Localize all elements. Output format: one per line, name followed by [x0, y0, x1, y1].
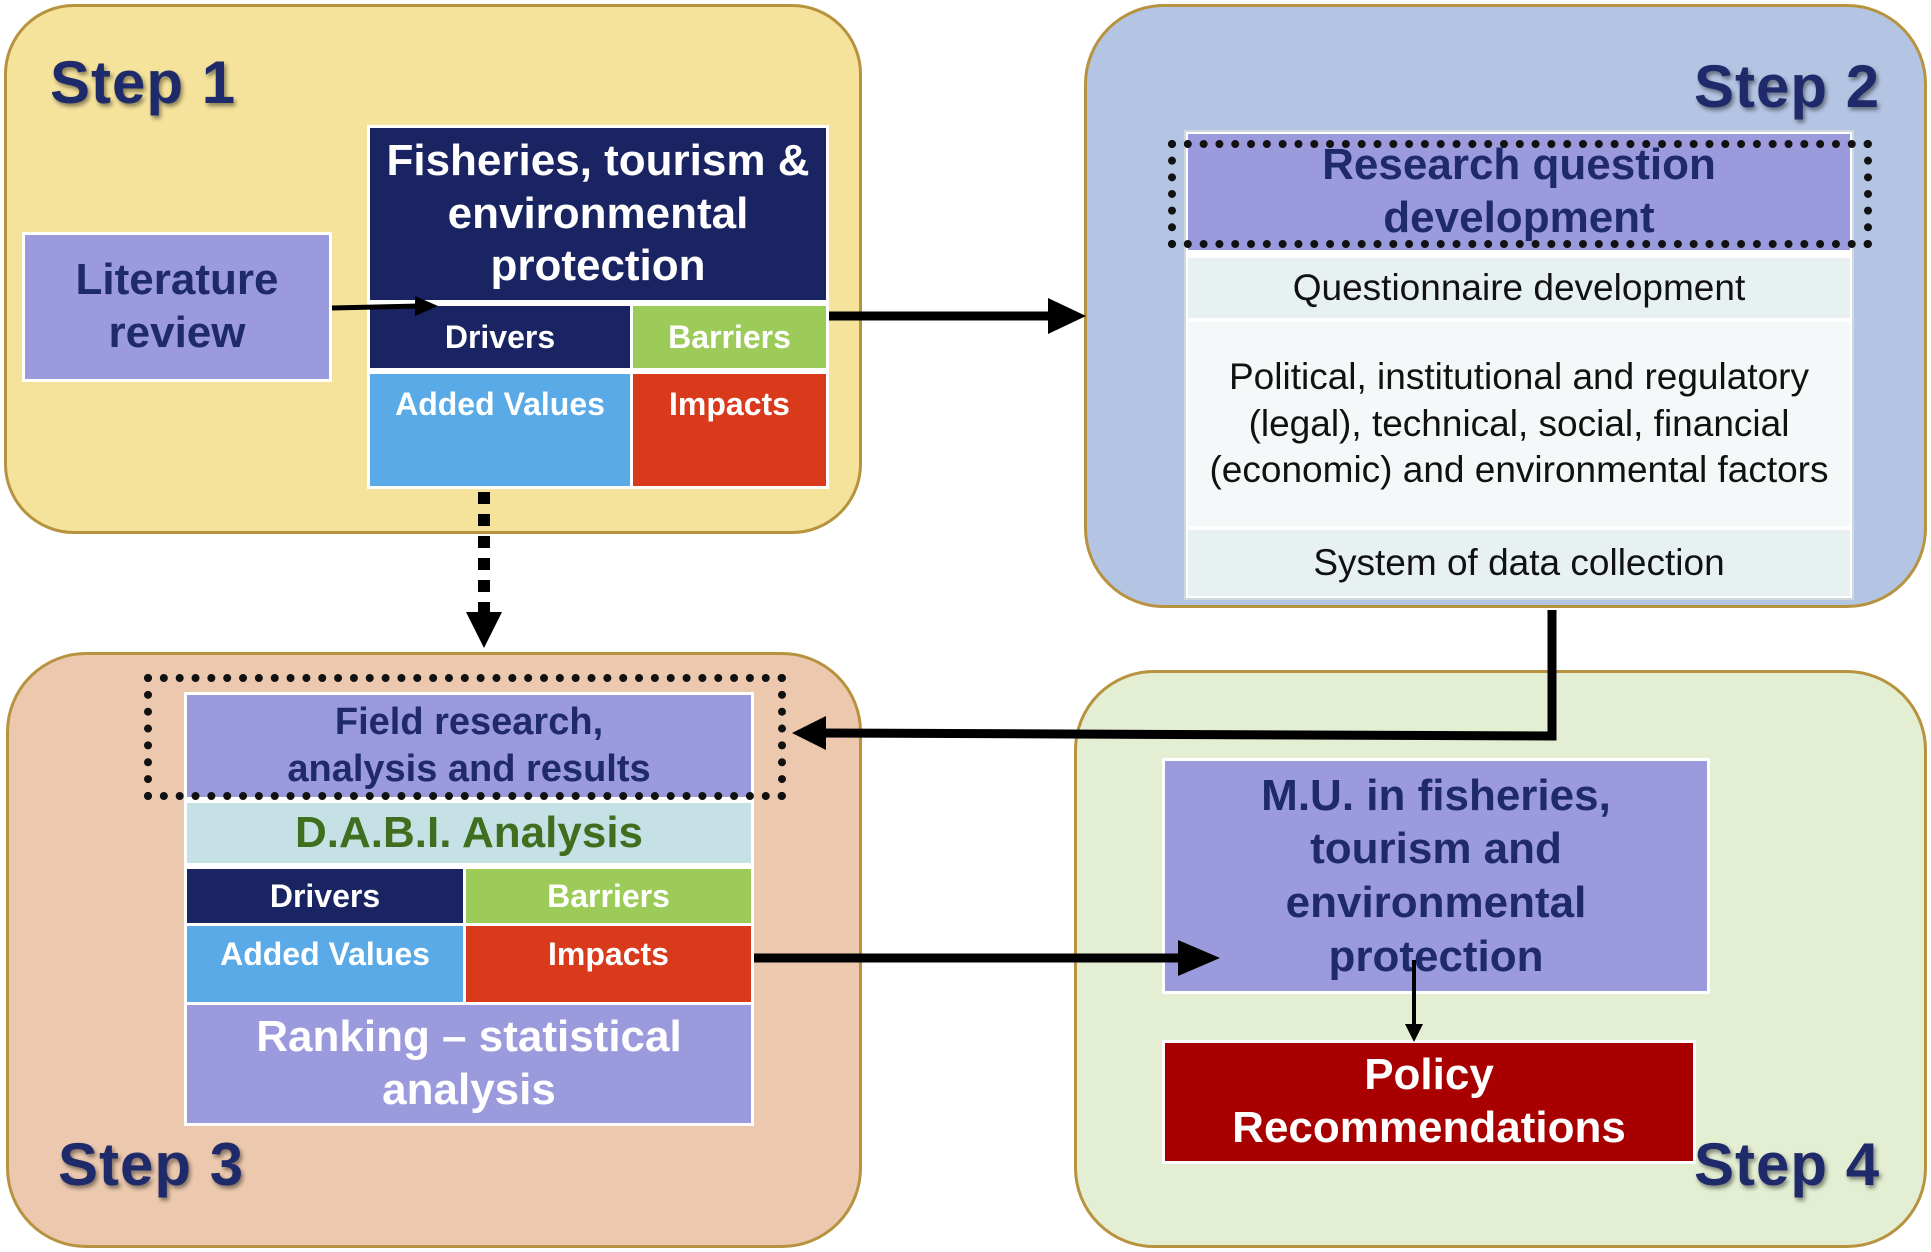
- step3-barriers-cell: Barriers: [463, 866, 754, 926]
- field-research-highlight: [144, 674, 786, 800]
- policy-recommendations-box: Policy Recommendations: [1162, 1040, 1696, 1164]
- research-question-highlight: [1168, 140, 1872, 248]
- step2-label: Step 2: [1694, 53, 1881, 120]
- arrow-step3-to-step4: [754, 940, 1220, 976]
- field-research-box: Field research, analysis and results: [184, 692, 754, 800]
- step4-label: Step 4: [1694, 1131, 1881, 1198]
- step1-label: Step 1: [50, 49, 237, 116]
- research-question-box: Research question development: [1188, 134, 1850, 250]
- factors-row: Political, institutional and regulatory …: [1188, 322, 1850, 526]
- arrow-mu-to-policy: [1405, 960, 1423, 1042]
- data-collection-row: System of data collection: [1188, 530, 1850, 596]
- step3-label: Step 3: [58, 1131, 245, 1198]
- step1-added-values-cell: Added Values: [367, 371, 633, 489]
- dabi-analysis-box: D.A.B.I. Analysis: [184, 800, 754, 866]
- arrow-literature-to-header: [331, 296, 438, 316]
- mu-box: M.U. in fisheries, tourism and environme…: [1162, 758, 1710, 994]
- questionnaire-row: Questionnaire development: [1188, 258, 1850, 318]
- literature-review-box: Literature review: [22, 232, 332, 382]
- arrow-step2-to-step3: [792, 610, 1557, 750]
- step1-drivers-cell: Drivers: [367, 303, 633, 371]
- fisheries-header-box: Fisheries, tourism & environmental prote…: [367, 125, 829, 303]
- step1-impacts-cell: Impacts: [630, 371, 829, 489]
- arrow-step1-to-step2: [829, 298, 1086, 334]
- arrow-step1-to-step3-dotted: [466, 492, 502, 648]
- step1-barriers-cell: Barriers: [630, 303, 829, 371]
- step3-impacts-cell: Impacts: [463, 923, 754, 1005]
- ranking-box: Ranking – statistical analysis: [184, 1002, 754, 1126]
